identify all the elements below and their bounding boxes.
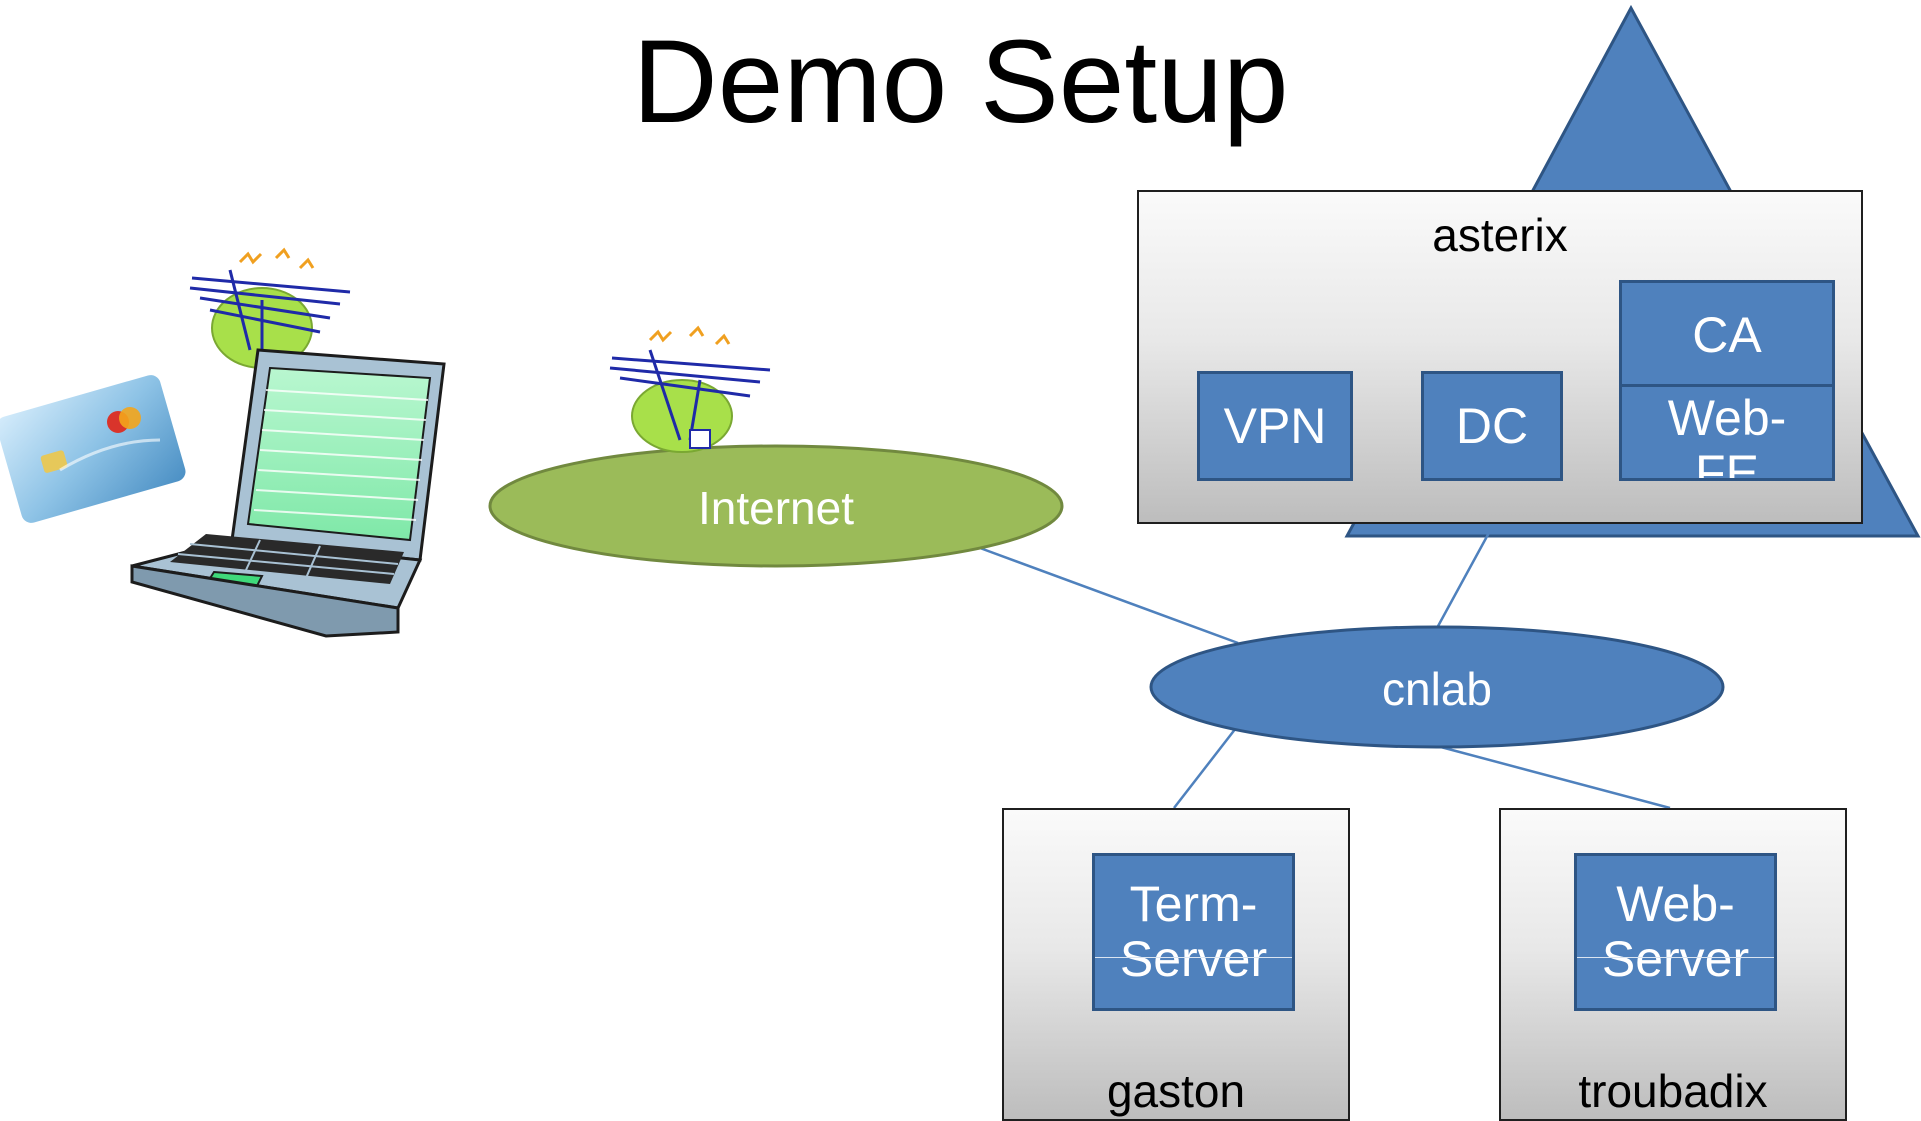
service-dc: DC [1421,371,1563,481]
cnlab-network [1149,625,1725,749]
link-internet-cnlab [979,546,1239,645]
link-cnlab-troubadix [1436,744,1671,810]
service-term-server: Term- Server [1092,853,1295,1011]
host-label: asterix [1432,209,1568,261]
cnlab-label: cnlab [1382,663,1492,715]
network-links [979,517,1671,810]
host-label: troubadix [1578,1065,1768,1117]
service-web-server: Web- Server [1574,853,1777,1011]
service-vpn: VPN [1197,371,1353,481]
wireless-antenna-icon [189,247,351,369]
host-troubadix: Web- Server troubadix [1499,808,1847,1121]
wireless-antenna-icon [609,325,771,453]
link-asterix-cnlab [1435,517,1499,629]
service-ca: CA [1619,280,1835,390]
host-asterix: asterix VPN DC CA Web- FE [1137,190,1863,524]
internet-cloud [488,444,1064,568]
smartcard-icon [0,375,186,523]
page-title: Demo Setup [632,16,1289,148]
host-label: gaston [1106,1065,1246,1117]
link-cnlab-gaston [1173,727,1237,809]
internet-label: Internet [698,482,854,534]
laptop-icon [130,348,446,638]
host-gaston: Term- Server gaston [1002,808,1350,1121]
service-web-fe: Web- FE [1619,384,1835,481]
